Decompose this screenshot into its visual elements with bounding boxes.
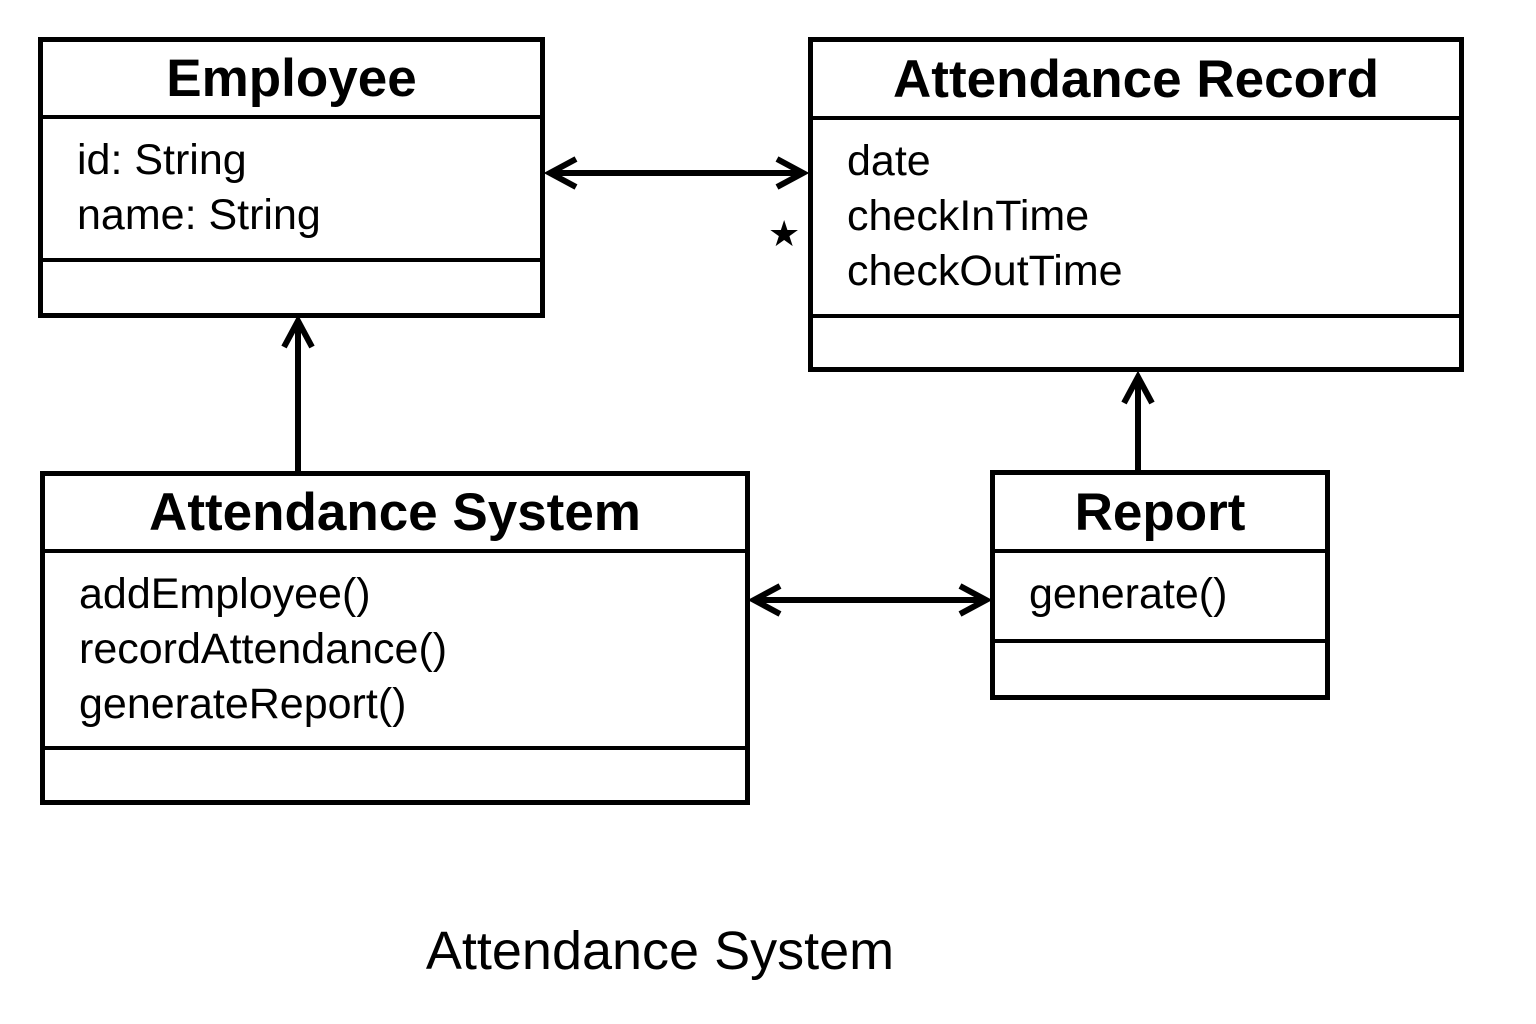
diagram-caption: Attendance System — [425, 921, 895, 981]
extra-compartment-empty — [995, 643, 1325, 695]
relation-attendance-system-employee-arrow — [281, 314, 315, 471]
multiplicity-star-icon: ★ — [768, 213, 801, 254]
arrowhead-left-icon — [543, 156, 578, 190]
class-name-employee: Employee — [43, 42, 540, 119]
class-box-attendance-system: Attendance System addEmployee() recordAt… — [40, 471, 750, 805]
arrowhead-right-icon — [958, 583, 993, 617]
method-line: generate() — [1029, 570, 1228, 618]
attribute-line: name: String — [77, 191, 321, 239]
arrowhead-left-icon — [747, 583, 782, 617]
attributes-compartment: id: String name: String — [43, 119, 540, 262]
arrowhead-up-icon — [281, 314, 315, 349]
relation-employee-attendance-record-double-arrow — [543, 156, 810, 190]
attribute-line: date — [847, 137, 931, 185]
class-box-attendance-record: Attendance Record date checkInTime check… — [808, 37, 1464, 372]
methods-compartment: generate() — [995, 553, 1325, 643]
arrowhead-up-icon — [1121, 370, 1155, 405]
class-name-attendance-record: Attendance Record — [813, 42, 1459, 120]
arrowhead-right-icon — [775, 156, 810, 190]
attribute-line: checkInTime — [847, 192, 1090, 240]
extra-compartment-empty — [45, 750, 745, 800]
method-line: recordAttendance() — [79, 625, 448, 673]
relation-report-attendance-record-arrow — [1121, 370, 1155, 470]
methods-compartment-empty — [43, 262, 540, 313]
class-name-report: Report — [995, 475, 1325, 553]
attribute-line: checkOutTime — [847, 247, 1123, 295]
method-line: addEmployee() — [79, 570, 371, 618]
method-line: generateReport() — [79, 680, 407, 728]
class-box-report: Report generate() — [990, 470, 1330, 700]
methods-compartment: addEmployee() recordAttendance() generat… — [45, 553, 745, 750]
attribute-line: id: String — [77, 136, 247, 184]
class-name-attendance-system: Attendance System — [45, 476, 745, 553]
attributes-compartment: date checkInTime checkOutTime — [813, 120, 1459, 318]
methods-compartment-empty — [813, 318, 1459, 367]
relation-attendance-system-report-double-arrow — [747, 583, 993, 617]
class-box-employee: Employee id: String name: String — [38, 37, 545, 318]
